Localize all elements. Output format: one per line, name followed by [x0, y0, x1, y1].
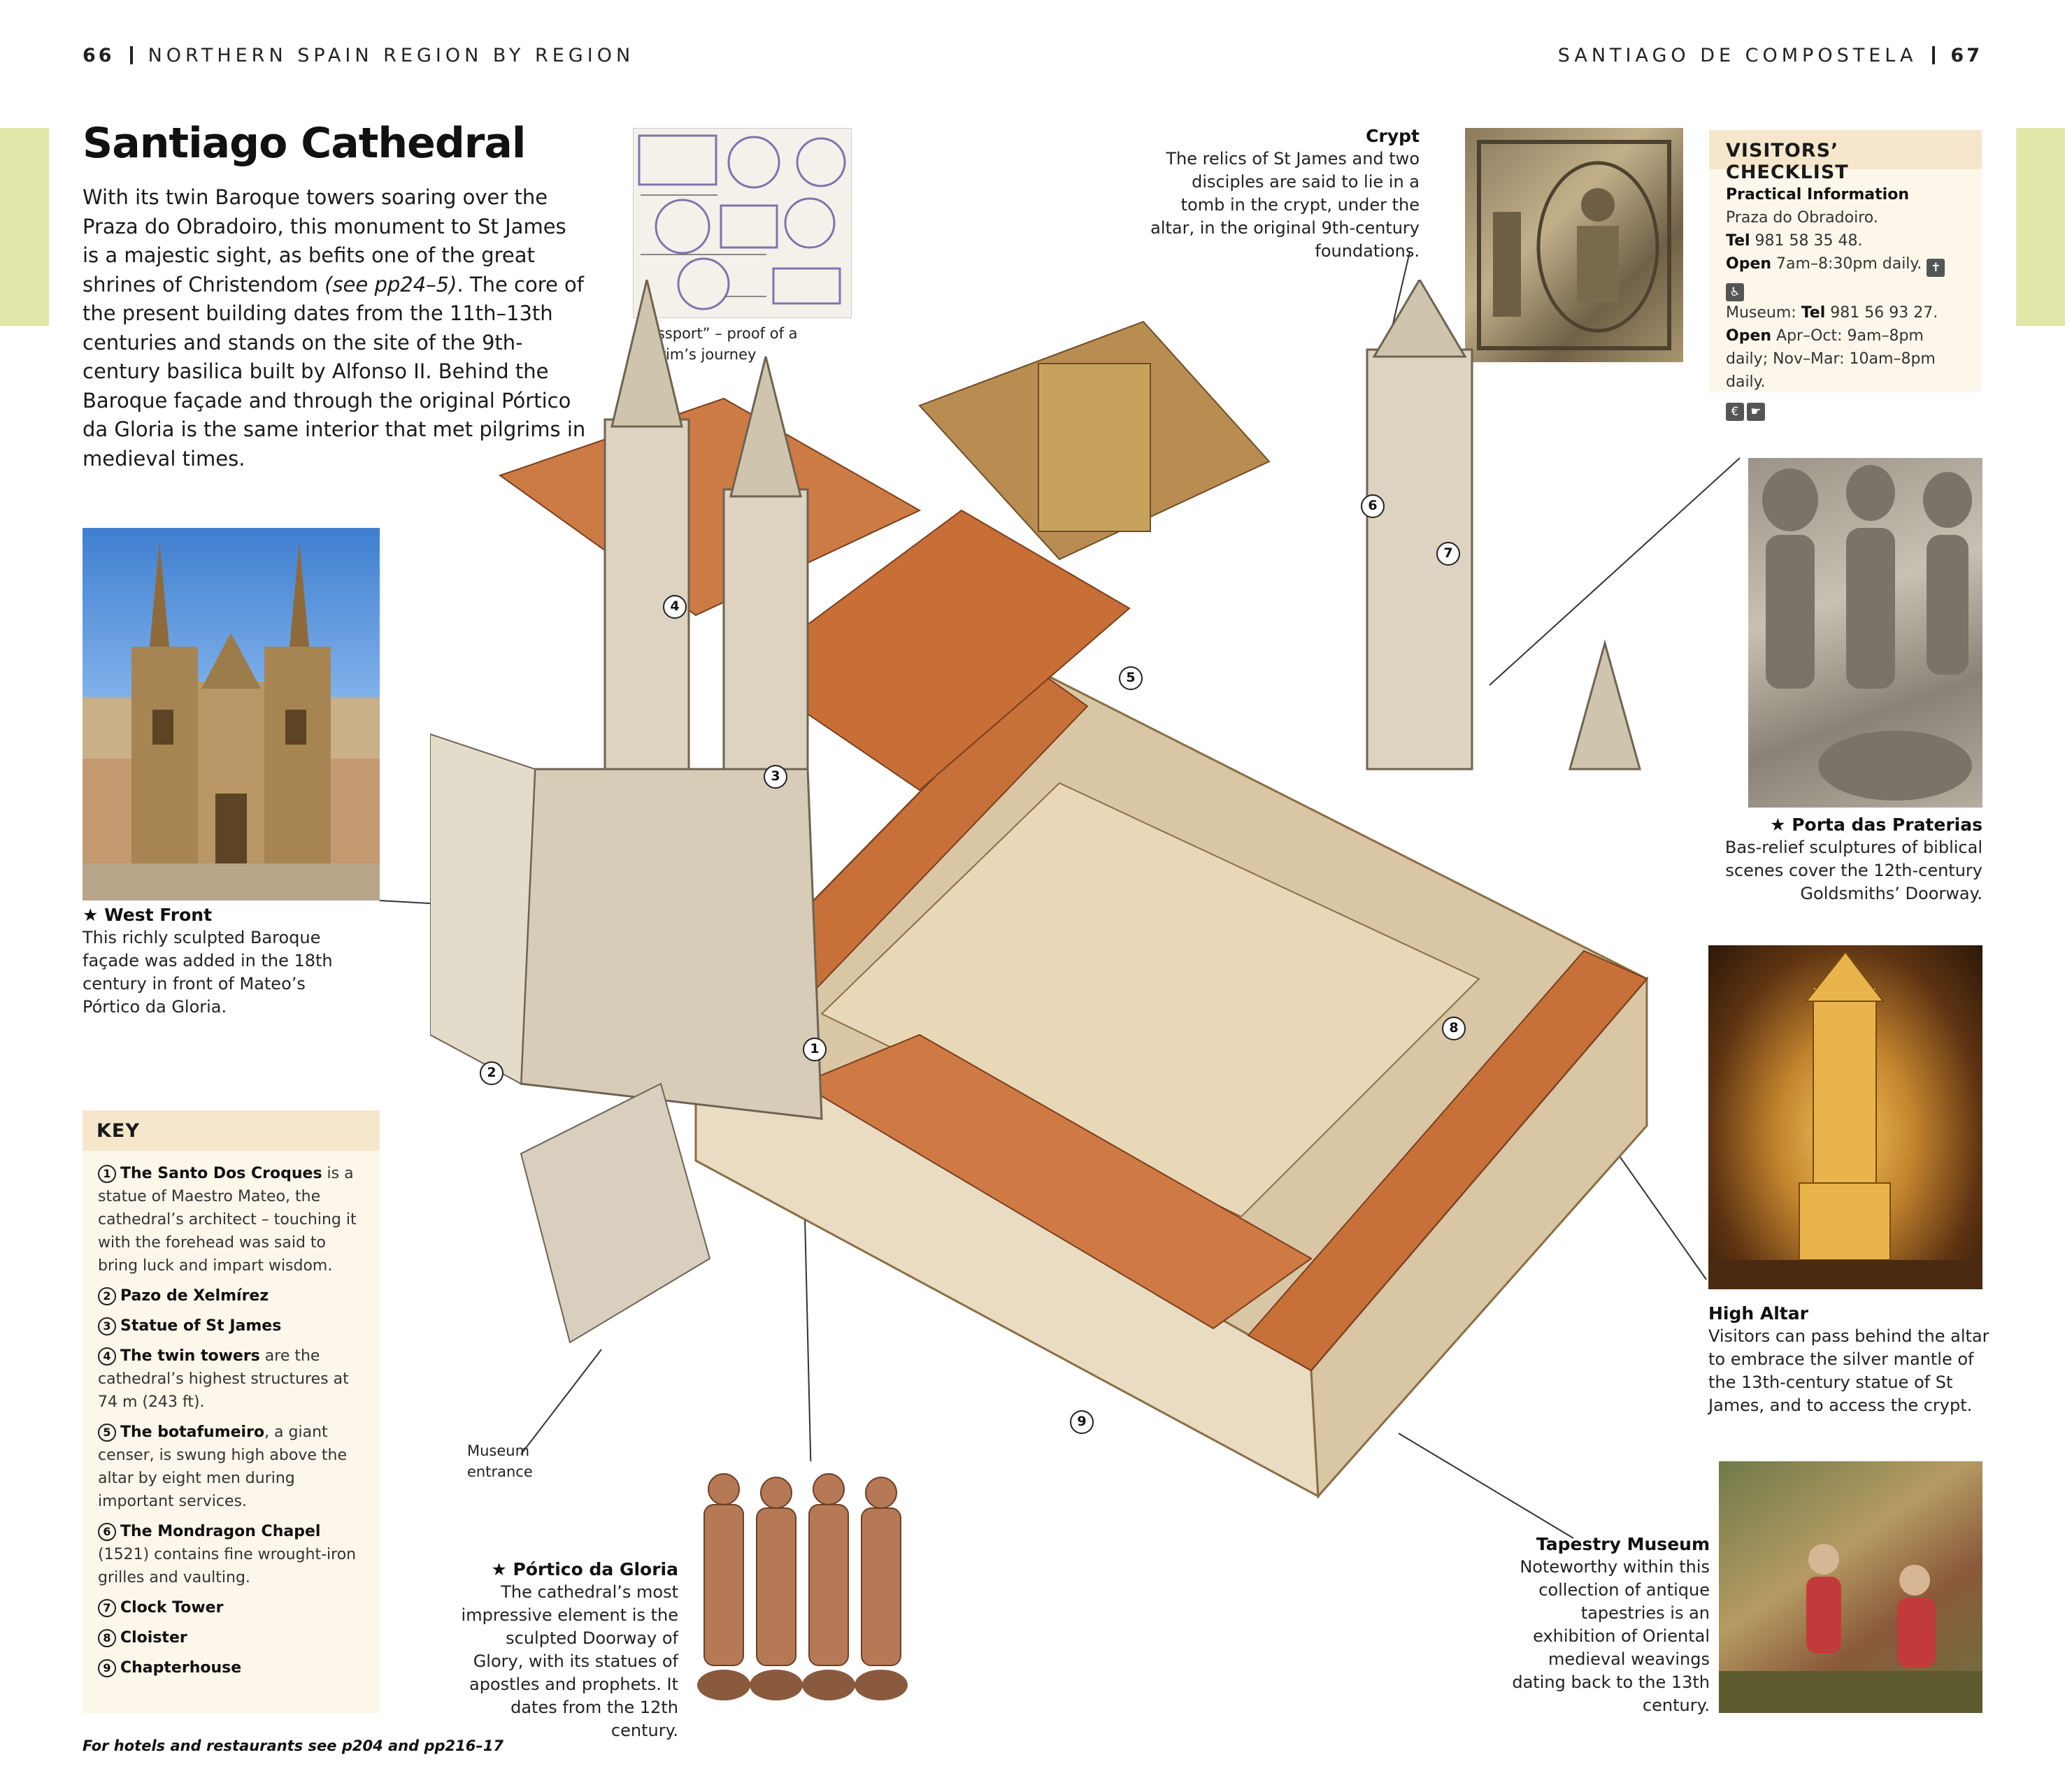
west-front-caption-title: ★ West Front [83, 905, 213, 925]
high-altar-caption: High Altar Visitors can pass behind the … [1708, 1302, 1995, 1417]
running-header-left: 66 NORTHERN SPAIN REGION BY REGION [83, 45, 634, 66]
key-heading: KEY [83, 1110, 380, 1151]
visitors-checklist: VISITORS’ CHECKLIST Practical Informatio… [1709, 130, 1982, 421]
opening-hours: 7am–8:30pm daily. [1771, 255, 1922, 273]
tapestry-image [1719, 1461, 1982, 1713]
cathedral-cutaway-illustration [430, 280, 1661, 1524]
high-altar-caption-title: High Altar [1708, 1303, 1808, 1324]
porta-das-praterias-image [1748, 458, 1982, 808]
key-marker-5: 5 [1119, 666, 1143, 690]
thumb-tab-right [2016, 128, 2065, 326]
header-divider [129, 46, 133, 64]
museum-hours: Apr–Oct: 9am–8pm daily; Nov–Mar: 10am–8p… [1726, 327, 1936, 391]
portico-da-gloria-image [689, 1461, 909, 1713]
key-marker-6: 6 [1361, 494, 1385, 518]
church-service-icon: ✝ [1927, 259, 1945, 277]
thumb-tab-left [0, 128, 49, 326]
key-marker-8: 8 [1442, 1017, 1466, 1040]
page-reference: (see pp24–5) [324, 272, 457, 296]
page-number-left: 66 [83, 45, 115, 66]
footer-note: For hotels and restaurants see p204 and … [83, 1737, 504, 1754]
key-marker-1: 1 [803, 1038, 827, 1061]
section-title-right: SANTIAGO DE COMPOSTELA [1557, 45, 1917, 66]
tapestry-caption-title: Tapestry Museum [1536, 1534, 1710, 1554]
altar-drawing [1708, 951, 1982, 1289]
apostle-statues [697, 1473, 908, 1700]
bas-relief [1762, 465, 1972, 801]
portico-caption: ★ Pórtico da Gloria The cathedral’s most… [455, 1558, 678, 1742]
portico-caption-title: ★ Pórtico da Gloria [491, 1559, 678, 1579]
tapestry-scene [1719, 1544, 1982, 1713]
crypt-image [1465, 128, 1683, 362]
header-divider [1932, 46, 1936, 64]
high-altar-image [1708, 945, 1982, 1289]
practical-info-label: Practical Information [1726, 186, 1909, 203]
west-front-facade [83, 542, 380, 901]
museum-entrance-label: Museum entrance [467, 1442, 533, 1480]
guided-tour-icon: ☛ [1747, 403, 1765, 421]
high-altar-caption-text: Visitors can pass behind the altar to em… [1708, 1326, 1989, 1415]
page-title: Santiago Cathedral [83, 119, 526, 168]
porta-caption-text: Bas-relief sculptures of biblical scenes… [1724, 838, 1982, 903]
checklist-body: Practical Information Praza do Obradoiro… [1709, 169, 1982, 435]
key-marker-9: 9 [1070, 1410, 1094, 1434]
key-marker-3: 3 [764, 765, 787, 789]
checklist-heading: VISITORS’ CHECKLIST [1709, 130, 1982, 183]
page-number-right: 67 [1950, 45, 1982, 66]
section-title-left: NORTHERN SPAIN REGION BY REGION [148, 45, 635, 66]
crypt-caption-text: The relics of St James and two disciples… [1150, 149, 1420, 261]
west-front-caption-text: This richly sculpted Baroque façade was … [83, 928, 333, 1017]
porta-caption: ★ Porta das Praterias Bas-relief sculptu… [1706, 813, 1982, 905]
portico-caption-text: The cathedral’s most impressive element … [461, 1582, 678, 1740]
wheelchair-icon: ♿ [1726, 283, 1744, 301]
key-marker-7: 7 [1436, 542, 1460, 566]
crypt-caption: Crypt The relics of St James and two dis… [1147, 124, 1420, 263]
crypt-relief [1477, 140, 1671, 350]
west-front-caption: ★ West Front This richly sculpted Baroqu… [83, 903, 348, 1019]
passport-stamps [638, 134, 846, 310]
phone-number: 981 58 35 48. [1750, 232, 1863, 250]
tapestry-caption-text: Noteworthy within this collection of ant… [1512, 1557, 1710, 1715]
address: Praza do Obradoiro. [1726, 209, 1878, 227]
cathedral-drawing [430, 280, 1649, 1499]
intro-paragraph: With its twin Baroque towers soaring ove… [83, 185, 586, 471]
crypt-caption-title: Crypt [1366, 126, 1420, 146]
passport-image [633, 128, 852, 318]
west-front-image [83, 528, 380, 901]
running-header-right: SANTIAGO DE COMPOSTELA 67 [1558, 45, 1982, 66]
key-marker-4: 4 [663, 595, 687, 619]
admission-charge-icon: € [1726, 403, 1744, 421]
museum-phone: 981 56 93 27. [1825, 304, 1938, 322]
tapestry-caption: Tapestry Museum Noteworthy within this c… [1496, 1533, 1710, 1717]
porta-caption-title: ★ Porta das Praterias [1770, 815, 1982, 835]
key-marker-2: 2 [480, 1061, 503, 1085]
